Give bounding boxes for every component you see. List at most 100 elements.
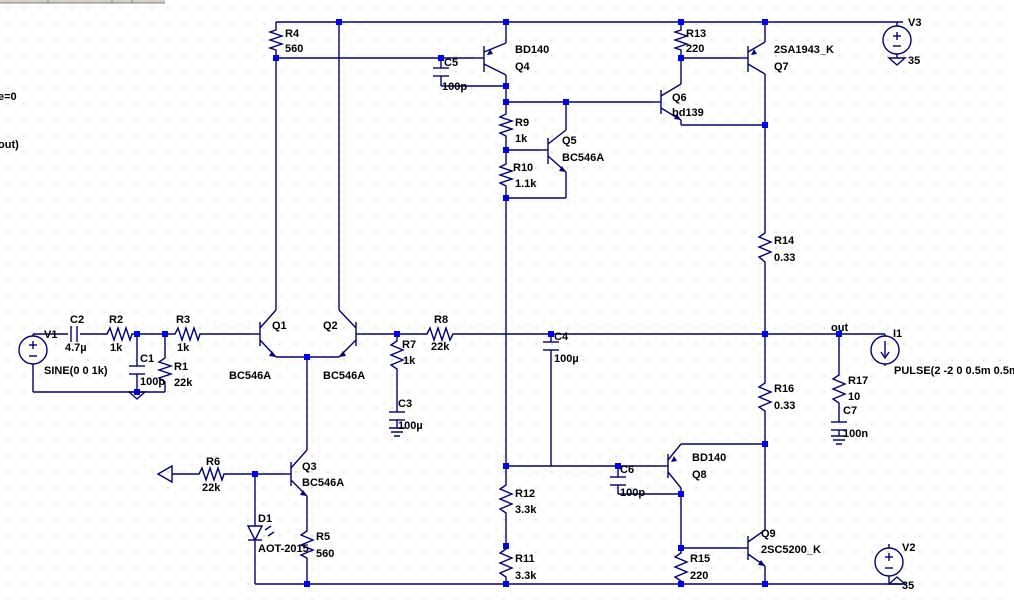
label-v1-name: V1 bbox=[44, 329, 57, 341]
voltage-source-v1[interactable] bbox=[18, 334, 48, 365]
label-r14-name: R14 bbox=[774, 235, 795, 247]
transistor-q7[interactable] bbox=[740, 41, 766, 75]
label-r12-value: 3.3k bbox=[515, 504, 537, 516]
label-c4-value: 100µ bbox=[554, 353, 579, 365]
resistor-r17[interactable] bbox=[831, 372, 847, 406]
label-r1-name: R1 bbox=[174, 361, 188, 373]
label-c2-value: 4.7µ bbox=[65, 342, 87, 354]
resistor-r6[interactable] bbox=[196, 465, 226, 483]
ground-symbol bbox=[887, 57, 907, 66]
resistor-r4[interactable] bbox=[267, 28, 285, 52]
resistor-r3[interactable] bbox=[172, 325, 202, 343]
transistor-q6[interactable] bbox=[653, 83, 682, 121]
capacitor-c1[interactable] bbox=[129, 365, 145, 375]
label-r6-value: 22k bbox=[202, 482, 221, 494]
label-v3-value: 35 bbox=[908, 55, 920, 67]
label-q8-model: BD140 bbox=[692, 452, 726, 464]
label-r13-value: 220 bbox=[686, 43, 704, 55]
transistor-q9[interactable] bbox=[740, 529, 766, 567]
capacitor-c4[interactable] bbox=[543, 341, 559, 351]
label-c6-value: 100p bbox=[620, 487, 645, 499]
resistor-r15[interactable] bbox=[673, 550, 689, 584]
label-r3-value: 1k bbox=[177, 342, 190, 354]
clipped-directive-text: out) bbox=[0, 139, 19, 151]
label-d1-name: D1 bbox=[258, 513, 272, 525]
transistor-q1[interactable] bbox=[252, 309, 277, 358]
resistor-r5[interactable] bbox=[299, 528, 315, 560]
ground-symbol bbox=[831, 435, 847, 445]
capacitor-c5[interactable] bbox=[433, 67, 449, 77]
label-c1-value: 100p bbox=[140, 376, 165, 388]
diode-d1[interactable] bbox=[246, 525, 275, 542]
resistor-r10[interactable] bbox=[497, 162, 515, 188]
label-r8-value: 22k bbox=[431, 341, 450, 353]
label-r11-name: R11 bbox=[515, 553, 535, 565]
ground-symbol bbox=[127, 391, 147, 400]
label-i1-name: I1 bbox=[893, 328, 902, 340]
label-i1-value: PULSE(2 -2 0 0.5m 0.5m bbox=[894, 365, 1014, 377]
label-r16-value: 0.33 bbox=[774, 400, 795, 412]
resistor-r16[interactable] bbox=[757, 380, 773, 414]
label-q4-name: Q4 bbox=[515, 61, 531, 73]
capacitor-c2[interactable] bbox=[70, 326, 78, 342]
label-q9-name: Q9 bbox=[761, 528, 776, 540]
label-v2-name: V2 bbox=[902, 542, 915, 554]
capacitor-c6[interactable] bbox=[610, 476, 626, 486]
label-c2-name: C2 bbox=[70, 314, 84, 326]
resistor-r2[interactable] bbox=[104, 325, 134, 343]
label-c3-name: C3 bbox=[398, 398, 412, 410]
resistor-r1[interactable] bbox=[156, 356, 174, 386]
window-top-edge bbox=[0, 0, 165, 4]
label-c5-value: 100p bbox=[442, 81, 467, 93]
voltage-source-v3[interactable] bbox=[882, 25, 912, 55]
label-q5-name: Q5 bbox=[562, 135, 577, 147]
transistor-q2[interactable] bbox=[338, 309, 362, 358]
wire-network bbox=[32, 21, 903, 585]
transistor-q4[interactable] bbox=[474, 42, 507, 76]
label-c4-name: C4 bbox=[554, 331, 569, 343]
ground-symbol bbox=[887, 576, 907, 585]
resistor-r7[interactable] bbox=[389, 338, 405, 372]
label-r16-name: R16 bbox=[774, 383, 794, 395]
label-r9-value: 1k bbox=[515, 133, 528, 145]
capacitor-c7[interactable] bbox=[831, 421, 847, 431]
label-r15-name: R15 bbox=[690, 553, 710, 565]
label-r7-name: R7 bbox=[402, 339, 416, 351]
transistor-q3[interactable] bbox=[284, 449, 308, 497]
resistor-r11[interactable] bbox=[498, 546, 514, 580]
transistor-q8[interactable] bbox=[660, 443, 682, 489]
label-r15-value: 220 bbox=[690, 570, 708, 582]
resistor-r14[interactable] bbox=[757, 230, 773, 266]
label-c6-name: C6 bbox=[620, 464, 634, 476]
voltage-source-v2[interactable] bbox=[874, 544, 904, 584]
label-q7-name: Q7 bbox=[774, 61, 789, 73]
label-q5-model: BC546A bbox=[562, 152, 604, 164]
label-r9-name: R9 bbox=[515, 117, 529, 129]
label-r6-name: R6 bbox=[206, 456, 220, 468]
resistor-r9[interactable] bbox=[497, 112, 515, 140]
label-r2-name: R2 bbox=[109, 314, 123, 326]
net-label-out: out bbox=[831, 322, 848, 334]
label-c7-name: C7 bbox=[843, 405, 857, 417]
label-c5-name: C5 bbox=[444, 57, 458, 69]
label-v3-name: V3 bbox=[908, 17, 921, 29]
label-r1-value: 22k bbox=[174, 377, 193, 389]
label-r10-value: 1.1k bbox=[515, 178, 537, 190]
capacitor-c3[interactable] bbox=[389, 411, 405, 421]
label-r5-name: R5 bbox=[316, 531, 330, 543]
clipped-directive-text: e=0 bbox=[0, 91, 17, 103]
label-r2-value: 1k bbox=[110, 342, 123, 354]
label-v2-value: 35 bbox=[902, 580, 914, 592]
label-q4-model: BD140 bbox=[515, 44, 549, 56]
label-q6-name: Q6 bbox=[672, 92, 687, 104]
resistor-r13[interactable] bbox=[672, 28, 690, 52]
resistor-r12[interactable] bbox=[498, 482, 514, 516]
transistor-q5[interactable] bbox=[540, 129, 567, 173]
label-r12-name: R12 bbox=[515, 488, 535, 500]
label-q3-model: BC546A bbox=[302, 477, 344, 489]
label-r5-value: 560 bbox=[316, 548, 334, 560]
resistor-r8[interactable] bbox=[424, 325, 456, 343]
current-source-i1[interactable] bbox=[870, 335, 900, 365]
label-q1-model: BC546A bbox=[229, 370, 271, 382]
